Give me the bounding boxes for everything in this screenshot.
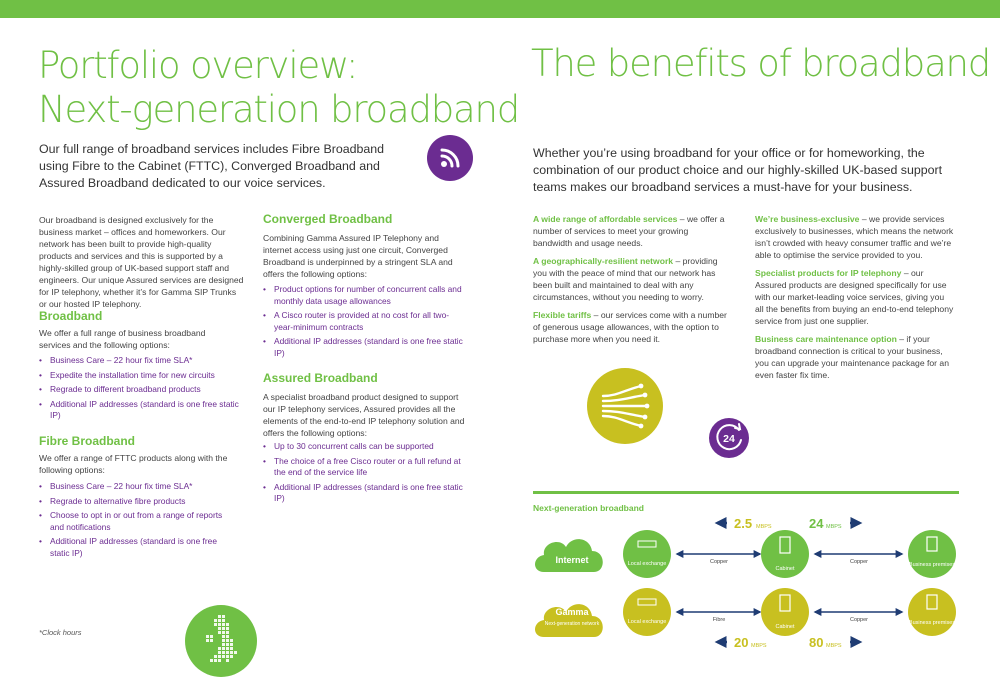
benefit-item: Specialist products for IP telephony – o…: [755, 267, 955, 327]
rss-icon: [427, 135, 473, 181]
link-label: Copper: [850, 559, 868, 565]
benefit-text: – we provide services exclusively to bus…: [755, 214, 954, 260]
left-lead-paragraph: Our full range of broadband services inc…: [39, 142, 385, 190]
diagram-title: Next-generation broadband: [533, 503, 644, 513]
benefit-item: We’re business-exclusive – we provide se…: [755, 213, 955, 261]
24-hour-icon: 24: [709, 418, 749, 458]
speed-unit: MBPS: [826, 524, 842, 530]
premises-label: Business premises: [909, 620, 955, 626]
cabinet-node: [761, 530, 809, 578]
list-item: Additional IP addresses (standard is one…: [263, 482, 463, 505]
link-label: Copper: [710, 559, 728, 565]
benefit-text: – if your broadband connection is critic…: [755, 334, 949, 380]
speed-top-left: 2.5: [734, 516, 752, 531]
benefit-item: Flexible tariffs – our services come wit…: [533, 309, 728, 345]
top-color-bar: [0, 0, 1000, 18]
link-label: Fibre: [713, 617, 726, 623]
intro-paragraph: Our broadband is designed exclusively fo…: [39, 214, 244, 314]
list-item: Additional IP addresses (standard is one…: [39, 399, 244, 422]
business-premises-node: [908, 588, 956, 636]
benefit-heading: Specialist products for IP telephony: [755, 268, 902, 278]
fibre-optic-icon: [587, 368, 663, 444]
exchange-icon: [637, 598, 657, 606]
broadband-options-list: Business Care – 22 hour fix time SLA* Ex…: [39, 355, 244, 425]
benefits-column-1: A wide range of affordable services – we…: [533, 213, 728, 351]
list-item: Expedite the installation time for new c…: [39, 370, 244, 382]
list-item: A Cisco router is provided at no cost fo…: [263, 310, 463, 333]
internet-cloud: Internet: [535, 539, 603, 572]
intro-text: Our broadband is designed exclusively fo…: [39, 215, 244, 309]
right-lead-paragraph: Whether you’re using broadband for your …: [533, 146, 943, 194]
speed-bottom-left: 20: [734, 635, 748, 650]
speed-unit: MBPS: [756, 524, 772, 530]
list-item: Additional IP addresses (standard is one…: [39, 536, 234, 559]
exchange-label: Local exchange: [628, 619, 667, 625]
benefit-item: A geographically-resilient network – pro…: [533, 255, 728, 303]
local-exchange-node: [623, 588, 671, 636]
speed-bottom-right: 80: [809, 635, 823, 650]
exchange-icon: [637, 540, 657, 548]
footnote: *Clock hours: [39, 628, 82, 637]
speed-unit: MBPS: [826, 643, 842, 649]
benefit-heading: Business care maintenance option: [755, 334, 897, 344]
cabinet-icon: [779, 594, 791, 612]
broadband-heading: Broadband: [39, 309, 103, 323]
network-diagram: 2.5 MBPS 24 MBPS Internet Local exchange…: [535, 516, 956, 650]
list-item: The choice of a free Cisco router or a f…: [263, 456, 463, 479]
building-icon: [926, 594, 938, 610]
business-premises-node: [908, 530, 956, 578]
cabinet-label: Cabinet: [776, 566, 795, 572]
exchange-label: Local exchange: [628, 561, 667, 567]
list-item: Regrade to different broadband products: [39, 384, 244, 396]
converged-text: Combining Gamma Assured IP Telephony and…: [263, 233, 453, 279]
premises-label: Business premises: [909, 562, 955, 568]
gamma-sub-label: Next-generation network: [545, 621, 600, 627]
converged-options-list: Product options for number of concurrent…: [263, 284, 463, 362]
list-item: Regrade to alternative fibre products: [39, 496, 234, 508]
building-icon: [926, 536, 938, 552]
local-exchange-node: [623, 530, 671, 578]
benefit-heading: A wide range of affordable services: [533, 214, 678, 224]
cabinet-icon: [779, 536, 791, 554]
fibre-heading: Fibre Broadband: [39, 434, 136, 448]
cabinet-label: Cabinet: [776, 624, 795, 630]
diagram-divider: [533, 491, 959, 494]
gamma-cloud: Gamma Next-generation network: [535, 604, 603, 637]
benefit-text: – we offer a number of services to meet …: [533, 214, 725, 248]
speed-unit: MBPS: [751, 643, 767, 649]
fibre-text: We offer a range of FTTC products along …: [39, 453, 228, 475]
page-title-left: Portfolio overview: Next-generation broa…: [38, 44, 520, 132]
benefit-heading: Flexible tariffs: [533, 310, 592, 320]
fibre-options-list: Business Care – 22 hour fix time SLA* Re…: [39, 481, 234, 562]
list-item: Additional IP addresses (standard is one…: [263, 336, 463, 359]
link-label: Copper: [850, 617, 868, 623]
uk-map-icon: [185, 605, 257, 677]
clock-24-label: 24: [723, 433, 735, 445]
assured-options-list: Up to 30 concurrent calls can be support…: [263, 441, 463, 508]
speed-top-right: 24: [809, 516, 824, 531]
broadband-text: We offer a full range of business broadb…: [39, 328, 206, 350]
gamma-label: Gamma: [555, 607, 589, 617]
list-item: Business Care – 22 hour fix time SLA*: [39, 481, 234, 493]
benefit-text: – providing you with the peace of mind t…: [533, 256, 718, 302]
list-item: Up to 30 concurrent calls can be support…: [263, 441, 463, 453]
benefit-item: Business care maintenance option – if yo…: [755, 333, 955, 381]
converged-heading: Converged Broadband: [263, 212, 393, 226]
benefit-heading: A geographically-resilient network: [533, 256, 674, 266]
cabinet-node: [761, 588, 809, 636]
list-item: Product options for number of concurrent…: [263, 284, 463, 307]
page-title-right: The benefits of broadband: [531, 42, 991, 85]
title-line-1: Portfolio overview:: [38, 44, 359, 87]
list-item: Choose to opt in or out from a range of …: [39, 510, 234, 533]
internet-label: Internet: [555, 555, 588, 565]
assured-text: A specialist broadband product designed …: [263, 392, 465, 438]
benefit-item: A wide range of affordable services – we…: [533, 213, 728, 249]
list-item: Business Care – 22 hour fix time SLA*: [39, 355, 244, 367]
benefit-text: – our Assured products are designed spec…: [755, 268, 954, 326]
benefits-column-2: We’re business-exclusive – we provide se…: [755, 213, 955, 387]
benefit-text: – our services come with a number of gen…: [533, 310, 727, 344]
assured-heading: Assured Broadband: [263, 371, 378, 385]
benefit-heading: We’re business-exclusive: [755, 214, 860, 224]
title-line-2: Next-generation broadband: [38, 88, 520, 131]
